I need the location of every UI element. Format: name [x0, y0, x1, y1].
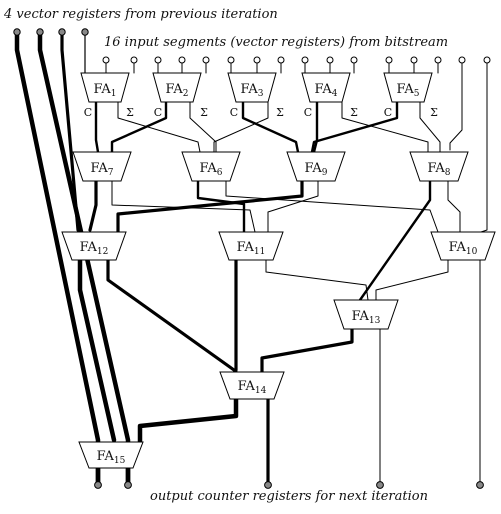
fa4-label: FA4 [314, 82, 337, 99]
wire-fa6-sum [225, 180, 439, 233]
fa13-label: FA13 [352, 309, 381, 326]
fa9-block [286, 151, 346, 182]
wire-fa14-carry [137, 396, 239, 445]
input-segment-terminal [202, 56, 210, 64]
fa6-block [181, 151, 241, 182]
fa4-carry-mark: C [304, 106, 312, 119]
input-segment-terminal [130, 56, 138, 64]
fa12-label: FA12 [80, 240, 109, 257]
wire-fa1-sum [117, 101, 201, 153]
wire-fa2-sum [189, 101, 217, 153]
wire-fa8-sum [447, 180, 461, 233]
fa1-block [80, 72, 130, 103]
previous-registers-label: 4 vector registers from previous iterati… [3, 7, 278, 22]
wire-fa5-carry [310, 100, 399, 154]
fa6-label: FA6 [199, 161, 222, 178]
fa2-carry-mark: C [154, 106, 162, 119]
wire-fa3-sum [213, 101, 269, 153]
wire-fa7-carry [88, 179, 98, 232]
input-segment-terminal [434, 56, 442, 64]
fa4-block [301, 72, 351, 103]
fa2-sum-mark: Σ [200, 106, 208, 119]
wire-input-to-fa8 [449, 59, 463, 151]
fa11-label: FA11 [237, 240, 266, 257]
fa2-label: FA2 [165, 82, 188, 99]
fa1-sum-mark: Σ [126, 106, 134, 119]
output-register-terminal [124, 481, 132, 489]
wire-fa3-carry [241, 100, 300, 154]
wire-fa11-sum [265, 259, 369, 301]
input-segment-terminal [350, 56, 358, 64]
fa10-block [430, 231, 496, 261]
fa5-label: FA5 [396, 82, 419, 99]
wire-fa4-sum [341, 101, 429, 153]
fa13-block [333, 299, 399, 330]
fa14-label: FA14 [238, 379, 267, 396]
fa3-block [227, 72, 277, 103]
wire-fa5-sum [419, 101, 441, 153]
wire-fa2-carry [110, 100, 168, 154]
output-register-terminal [94, 481, 102, 489]
fa9-label: FA9 [304, 161, 327, 178]
fa2-block [152, 72, 202, 103]
wire-prev-reg-3 [60, 30, 80, 232]
input-segment-terminal [483, 56, 491, 64]
input-segment-terminal [102, 56, 110, 64]
wire-fa9-sum [267, 180, 319, 233]
fa4-sum-mark: Σ [350, 106, 358, 119]
input-segment-terminal [253, 56, 261, 64]
prev-register-terminal [58, 28, 66, 36]
fa10-label: FA10 [449, 240, 478, 257]
input-segment-terminal [410, 56, 418, 64]
output-register-terminal [264, 481, 272, 489]
prev-register-terminal [81, 28, 89, 36]
fa12-block [61, 231, 127, 261]
wire-fa6-carry [196, 179, 246, 234]
fa8-block [409, 151, 469, 182]
fa3-carry-mark: C [230, 106, 238, 119]
wire-fa8-carry [358, 179, 432, 302]
fa5-carry-mark: C [384, 106, 392, 119]
input-segment-terminal [301, 56, 309, 64]
input-segment-terminal [385, 56, 393, 64]
fa11-block [218, 231, 284, 261]
output-registers-label: output counter registers for next iterat… [150, 489, 428, 504]
output-register-terminal [476, 481, 484, 489]
fa15-label: FA15 [97, 449, 126, 466]
input-segment-terminal [227, 56, 235, 64]
fa1-carry-mark: C [84, 106, 92, 119]
wire-fa1-carry [94, 100, 100, 154]
input-segments-label: 16 input segments (vector registers) fro… [104, 35, 448, 50]
wire-fa13-carry [260, 327, 354, 374]
input-segment-terminal [326, 56, 334, 64]
prev-register-terminal [36, 28, 44, 36]
fa5-sum-mark: Σ [430, 106, 438, 119]
fa15-block [78, 441, 144, 469]
wire-fa10-carry [375, 259, 449, 301]
input-segment-terminal [154, 56, 162, 64]
fa14-block [219, 371, 285, 400]
wire-fa9-carry [116, 179, 304, 234]
fa7-block [72, 151, 132, 182]
input-segment-terminal [458, 56, 466, 64]
output-register-terminal [376, 481, 384, 489]
fa3-label: FA3 [240, 82, 263, 99]
wire-input-to-fa10 [474, 59, 488, 235]
fa5-block [383, 72, 433, 103]
wire-fa12-sum [106, 258, 238, 374]
fa1-label: FA1 [93, 82, 116, 99]
fa7-label: FA7 [90, 161, 113, 178]
input-segment-terminal [178, 56, 186, 64]
wire-fa12-carry [77, 257, 117, 443]
fa3-sum-mark: Σ [276, 106, 284, 119]
fa8-label: FA8 [427, 161, 450, 178]
prev-register-terminal [13, 28, 21, 36]
input-segment-terminal [277, 56, 285, 64]
